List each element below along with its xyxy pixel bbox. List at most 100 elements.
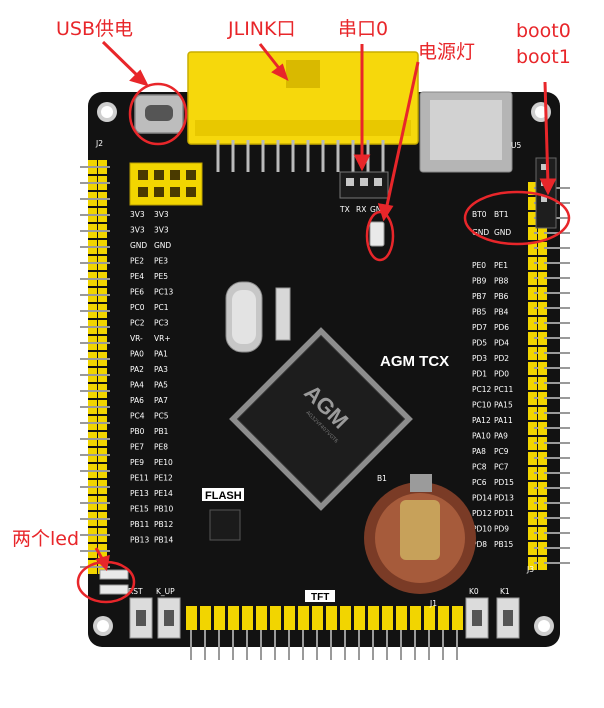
header-pin <box>538 557 547 570</box>
header-pin <box>528 497 537 510</box>
header-pin <box>528 527 537 540</box>
header-pin <box>538 317 547 330</box>
coin-battery-holder <box>364 474 476 594</box>
boot-gnd-label-a: GND <box>472 228 489 237</box>
bottom-pin-header <box>186 606 463 660</box>
usb-arrow <box>101 40 144 82</box>
header-pin <box>538 437 547 450</box>
header-pin <box>298 606 309 630</box>
left-header-pin-label: PE4 <box>130 272 144 281</box>
right-header-pin-label: PA11 <box>494 416 513 425</box>
power-led-arrow <box>384 61 420 211</box>
header-pin <box>528 272 537 285</box>
jlink-annotation: JLINK口 <box>228 18 296 40</box>
left-header-pin-label: PB1 <box>154 427 169 436</box>
header-pin <box>228 606 239 630</box>
usb-power-annotation: USB供电 <box>56 18 134 40</box>
header-pin <box>528 317 537 330</box>
right-pin-header <box>528 182 570 570</box>
header-pin <box>538 302 547 315</box>
right-header-pin-label: PB5 <box>472 308 487 317</box>
left-header-pin-label: PB0 <box>130 427 145 436</box>
right-header-pin-label: PA8 <box>472 447 486 456</box>
right-header-pin-label: PB4 <box>494 308 509 317</box>
led-d3 <box>99 584 129 595</box>
header-pin <box>528 182 537 195</box>
header-pin <box>538 392 547 405</box>
u5-label: U5 <box>511 141 521 150</box>
header-pin <box>538 497 547 510</box>
boot-jumper <box>535 157 557 229</box>
left-header-pin-label: 3V3 <box>154 226 169 235</box>
left-header-pin-label: PA7 <box>154 396 168 405</box>
right-header-pin-label: PC10 <box>472 401 492 410</box>
header-pin <box>528 332 537 345</box>
header-pin <box>528 212 537 225</box>
boot-bt0-label: BT0 <box>472 210 487 219</box>
left-header-pin-label: GND <box>130 241 147 250</box>
header-pin <box>200 606 211 630</box>
left-header-pin-label: PC3 <box>154 319 169 328</box>
reset-button <box>129 597 153 639</box>
left-header-pin-label: PE8 <box>154 443 168 452</box>
k1-label: K1 <box>500 587 510 596</box>
header-pin <box>538 287 547 300</box>
left-header-pin-label: PC13 <box>154 288 174 297</box>
header-pin <box>528 287 537 300</box>
header-pin <box>528 197 537 210</box>
left-header-pin-label: PA1 <box>154 350 168 359</box>
header-pin <box>528 557 537 570</box>
left-header-pin-label: PE11 <box>130 474 149 483</box>
right-header-pin-label: PB6 <box>494 292 509 301</box>
right-header-pin-label: PA15 <box>494 401 513 410</box>
flash-label: FLASH <box>205 490 242 502</box>
header-pin <box>538 422 547 435</box>
left-header-pin-label: PC1 <box>154 303 169 312</box>
j1-label: J1 <box>429 599 437 608</box>
header-pin <box>214 606 225 630</box>
header-pin <box>528 422 537 435</box>
board-name: AGM TCX <box>380 353 449 370</box>
left-header-pin-label: PC4 <box>130 412 145 421</box>
header-pin <box>326 606 337 630</box>
header-pin <box>538 332 547 345</box>
left-header-pin-label: PA2 <box>130 365 144 374</box>
right-header-pin-label: PC6 <box>472 478 487 487</box>
right-header-pin-label: PB15 <box>494 540 513 549</box>
led-d2 <box>99 569 129 580</box>
left-header-pin-label: PA5 <box>154 381 168 390</box>
rst-label: RST <box>128 587 143 596</box>
j3-label: J3 <box>526 565 534 574</box>
header-pin <box>528 542 537 555</box>
right-header-pin-label: PC9 <box>494 447 509 456</box>
header-pin <box>528 452 537 465</box>
header-pin <box>538 467 547 480</box>
right-header-pin-label: PB7 <box>472 292 487 301</box>
usb-c-connector <box>134 94 184 134</box>
left-header-pin-label: PA3 <box>154 365 168 374</box>
power-led-annotation: 电源灯 <box>418 41 476 63</box>
right-header-pin-label: PC8 <box>472 463 487 472</box>
boot0-annotation: boot0 <box>516 20 571 42</box>
left-header-pin-label: 3V3 <box>130 210 145 219</box>
left-header-pin-label: GND <box>154 241 171 250</box>
header-pin <box>528 227 537 240</box>
left-header-pin-label: PE9 <box>130 458 144 467</box>
right-header-pin-label: PB8 <box>494 277 509 286</box>
right-header-pin-label: PD9 <box>494 525 509 534</box>
right-header-pin-label: PD2 <box>494 354 509 363</box>
boot1-annotation: boot1 <box>516 46 571 68</box>
left-header-pin-label: PE15 <box>130 505 149 514</box>
header-pin <box>354 606 365 630</box>
boot-bt1-label: BT1 <box>494 210 509 219</box>
k0-button <box>465 597 489 639</box>
left-header-pin-label: PE10 <box>154 458 173 467</box>
right-header-pin-label: PD11 <box>494 509 514 518</box>
header-pin <box>538 542 547 555</box>
right-header-pin-label: PA10 <box>472 432 491 441</box>
header-pin <box>538 257 547 270</box>
header-pin <box>528 347 537 360</box>
